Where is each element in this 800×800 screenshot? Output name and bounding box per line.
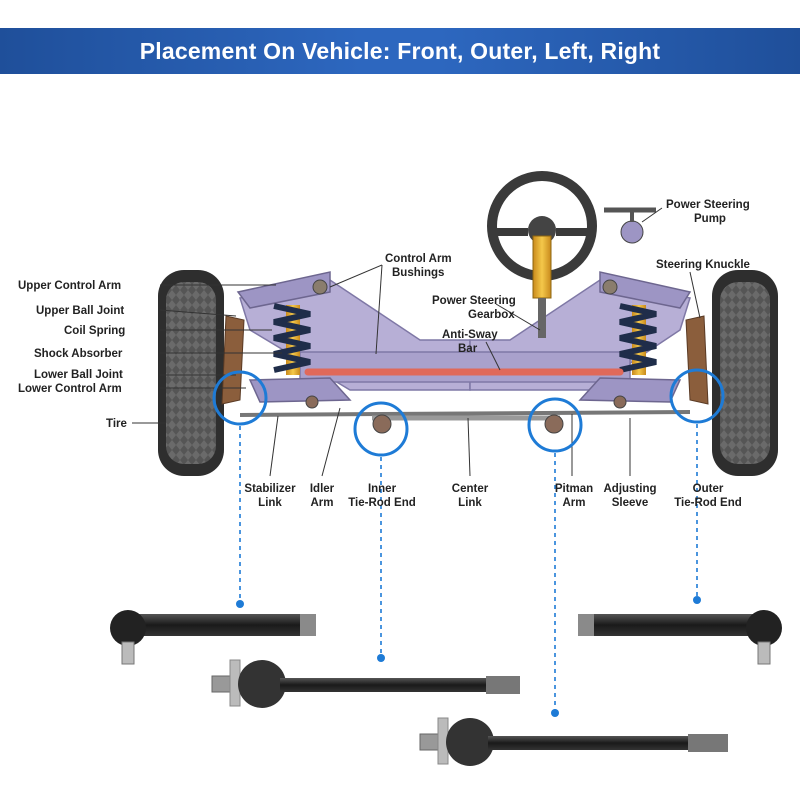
left-coil-spring [273, 303, 311, 375]
label-lower-ball-joint: Lower Ball Joint [34, 369, 123, 381]
label-outer-tie-rod-end-1: Outer [693, 483, 724, 495]
part-outer-tie-rod-end-left [110, 610, 316, 665]
label-upper-control-arm: Upper Control Arm [18, 280, 121, 292]
label-steering-knuckle: Steering Knuckle [656, 259, 750, 271]
label-anti-sway-bar-2: Bar [458, 343, 478, 355]
label-anti-sway-bar-1: Anti-Sway [442, 329, 498, 341]
label-upper-ball-joint: Upper Ball Joint [36, 305, 124, 317]
label-adjusting-sleeve-2: Sleeve [612, 497, 648, 509]
highlight-circles [212, 368, 725, 457]
part-inner-tie-rod-end-2 [419, 717, 728, 766]
label-center-link-1: Center [452, 483, 489, 495]
banner-title: Placement On Vehicle: Front, Outer, Left… [139, 37, 661, 64]
label-center-link-2: Link [458, 497, 482, 509]
label-coil-spring: Coil Spring [64, 325, 125, 337]
label-power-steering-pump-1: Power Steering [666, 199, 750, 211]
label-power-steering-pump-2: Pump [694, 213, 726, 225]
label-outer-tie-rod-end-2: Tie-Rod End [674, 497, 742, 509]
part-outer-tie-rod-end-right [578, 610, 782, 665]
label-pitman-arm-2: Arm [562, 497, 585, 509]
power-steering-pump [604, 207, 656, 244]
label-tire: Tire [106, 418, 127, 430]
label-shock-absorber: Shock Absorber [34, 348, 123, 360]
left-tire [158, 270, 224, 476]
label-control-arm-bushings-2: Bushings [392, 267, 444, 279]
label-lower-control-arm: Lower Control Arm [18, 383, 122, 395]
highlight-left-outer [212, 370, 268, 426]
label-stabilizer-link-2: Link [258, 497, 282, 509]
label-power-steering-gearbox-1: Power Steering [432, 295, 516, 307]
label-control-arm-bushings-1: Control Arm [385, 253, 452, 265]
label-idler-arm-2: Arm [310, 497, 333, 509]
highlight-right-outer [669, 368, 725, 424]
highlight-left-inner [353, 401, 409, 457]
label-stabilizer-link-1: Stabilizer [244, 483, 296, 495]
steering-wheel [487, 171, 597, 338]
connector-dots [236, 596, 701, 717]
right-coil-spring [619, 303, 657, 375]
steering-linkage [239, 395, 691, 434]
label-inner-tie-rod-end-2: Tie-Rod End [348, 497, 416, 509]
right-steering-knuckle [685, 315, 709, 405]
dashed-connectors [239, 424, 698, 710]
title-banner: Placement On Vehicle: Front, Outer, Left… [0, 28, 800, 74]
label-power-steering-gearbox-2: Gearbox [468, 309, 515, 321]
label-pitman-arm-1: Pitman [555, 483, 593, 495]
part-inner-tie-rod-end-1 [211, 659, 520, 708]
leader-lines [132, 207, 701, 477]
right-tire [712, 270, 778, 476]
left-steering-knuckle [221, 315, 245, 405]
label-adjusting-sleeve-1: Adjusting [603, 483, 656, 495]
label-inner-tie-rod-end-1: Inner [368, 483, 397, 495]
label-idler-arm-1: Idler [310, 483, 335, 495]
highlight-right-inner [527, 397, 583, 453]
